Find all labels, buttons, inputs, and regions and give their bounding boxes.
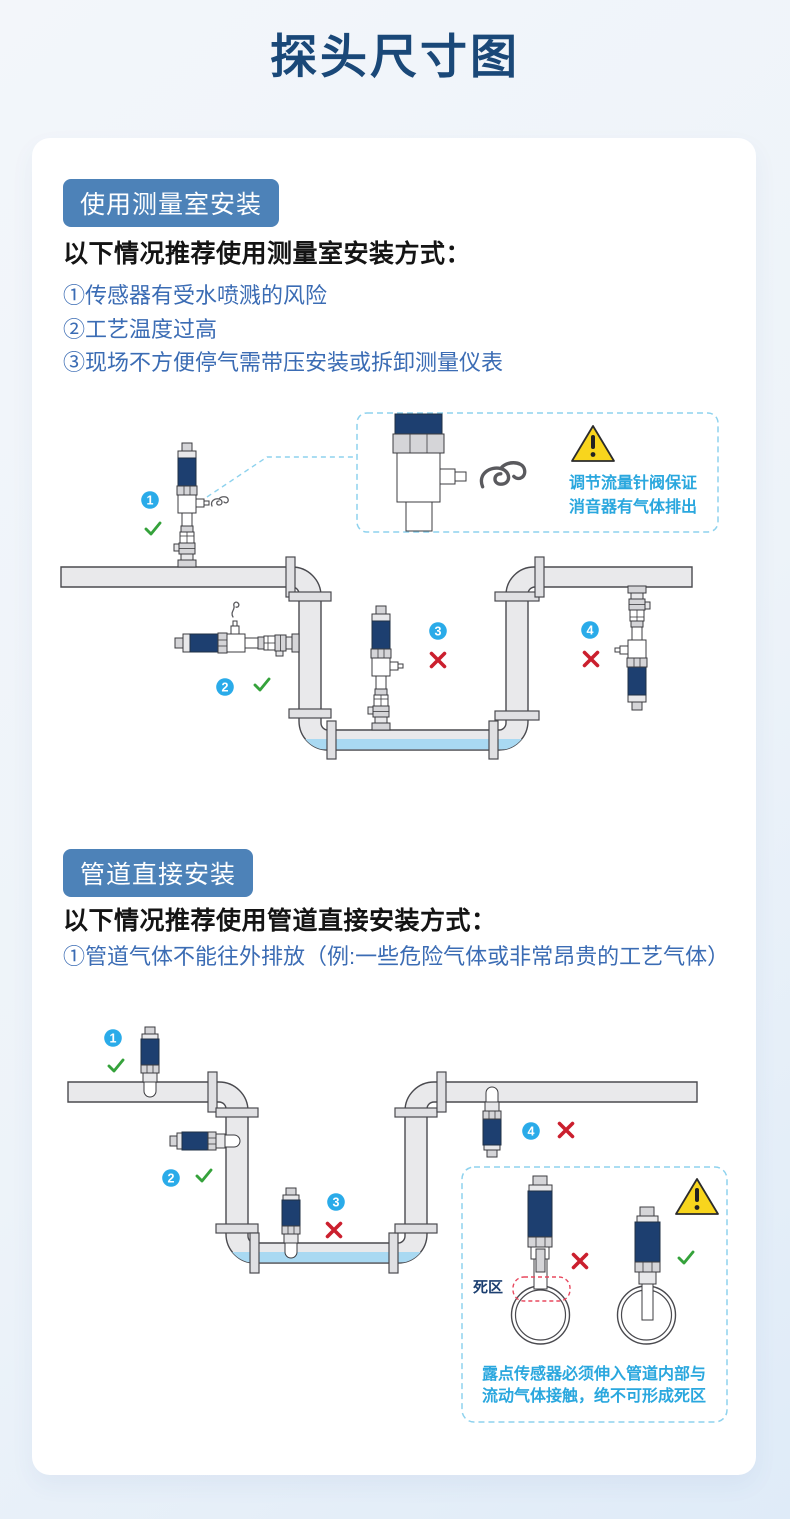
cross-icon (582, 650, 600, 668)
section2-item-1: ①管道气体不能往外排放（例:一些危险气体或非常昂贵的工艺气体） (63, 944, 730, 969)
svg-text:2: 2 (168, 1172, 175, 1186)
callout-dead-zone: 死区 露点传感器必须伸入管道内部与 流动气体接触，绝不可形成死区 (461, 1166, 728, 1423)
section2-badge: 管道直接安装 (63, 849, 254, 897)
svg-text:1: 1 (110, 1032, 117, 1046)
marker-4: 4 (581, 621, 600, 668)
check-icon (253, 677, 271, 692)
svg-text:4: 4 (528, 1125, 535, 1139)
cross-icon (429, 651, 447, 669)
water-in-pipe (295, 739, 535, 750)
dead-zone-label: 死区 (473, 1279, 503, 1296)
section1-intro: 以下情况推荐使用测量室安装方式： (63, 240, 472, 268)
sensor-1-chamber (173, 442, 210, 568)
callout2-text-line1: 露点传感器必须伸入管道内部与 (482, 1364, 706, 1383)
marker-4: 4 (522, 1121, 575, 1140)
marker-3: 3 (429, 622, 447, 669)
sensor-2-chamber (174, 620, 300, 657)
cross-icon (571, 1252, 589, 1270)
callout1-text-line1: 调节流量针阀保证 (569, 473, 697, 492)
sensor-4-chamber (614, 585, 651, 711)
warning-triangle-2 (675, 1178, 719, 1215)
check-icon (195, 1168, 213, 1183)
steam-curl-icon (231, 601, 240, 618)
water-in-pipe-2 (222, 1252, 434, 1263)
marker-2: 2 (162, 1168, 213, 1187)
cross-icon (557, 1121, 575, 1139)
marker-3: 3 (325, 1193, 345, 1239)
check-icon (677, 1250, 695, 1265)
section2-intro: 以下情况推荐使用管道直接安装方式： (63, 907, 497, 935)
check-icon (107, 1058, 125, 1073)
sensor-1-direct (140, 1026, 160, 1098)
svg-text:1: 1 (147, 494, 154, 508)
page-title: 探头尺寸图 (270, 30, 520, 83)
marker-1: 1 (141, 491, 162, 536)
dead-zone-outline (512, 1276, 571, 1302)
section1-item-3: ③现场不方便停气需带压安装或拆卸测量仪表 (63, 350, 504, 375)
callout2-text-line2: 流动气体接触，绝不可形成死区 (482, 1386, 706, 1405)
marker-2: 2 (216, 677, 271, 696)
pipe-run-1 (60, 566, 693, 751)
check-icon (144, 521, 162, 536)
warning-triangle-1 (571, 425, 615, 462)
pipe-flanges-2 (207, 1071, 447, 1274)
sensor-3-chamber (367, 605, 404, 731)
svg-text:3: 3 (435, 625, 442, 639)
sensor-4-direct (482, 1086, 502, 1158)
sensor-3-direct (281, 1187, 301, 1259)
sensor-inserted-right (634, 1206, 661, 1321)
section1-item-1: ①传感器有受水喷溅的风险 (63, 283, 328, 308)
sensor-2-direct (169, 1131, 241, 1151)
callout1-text-line2: 消音器有气体排出 (569, 497, 697, 516)
callout1-sensor-zoom (392, 413, 467, 532)
diagram-direct-pipe-install: 1 2 3 4 死区 (67, 1026, 728, 1423)
diagram-measuring-chamber-install: 调节流量针阀保证 消音器有气体排出 1 2 3 4 (60, 412, 719, 760)
svg-text:3: 3 (333, 1196, 340, 1210)
section1-item-2: ②工艺温度过高 (63, 317, 218, 342)
section1-badge: 使用测量室安装 (63, 179, 280, 227)
sensor-dead-zone-wrong (527, 1175, 553, 1290)
pipe-cross-section-wrong (510, 1285, 571, 1345)
pipe-flanges-1 (285, 556, 545, 760)
svg-text:4: 4 (587, 624, 594, 638)
svg-text:2: 2 (222, 681, 229, 695)
callout1-leader-line (206, 456, 357, 498)
callout-muffler: 调节流量针阀保证 消音器有气体排出 (356, 412, 719, 533)
cross-icon (325, 1221, 343, 1239)
pipe-run-2 (67, 1081, 698, 1264)
marker-1: 1 (104, 1029, 125, 1073)
air-swirl-icon (210, 496, 229, 507)
